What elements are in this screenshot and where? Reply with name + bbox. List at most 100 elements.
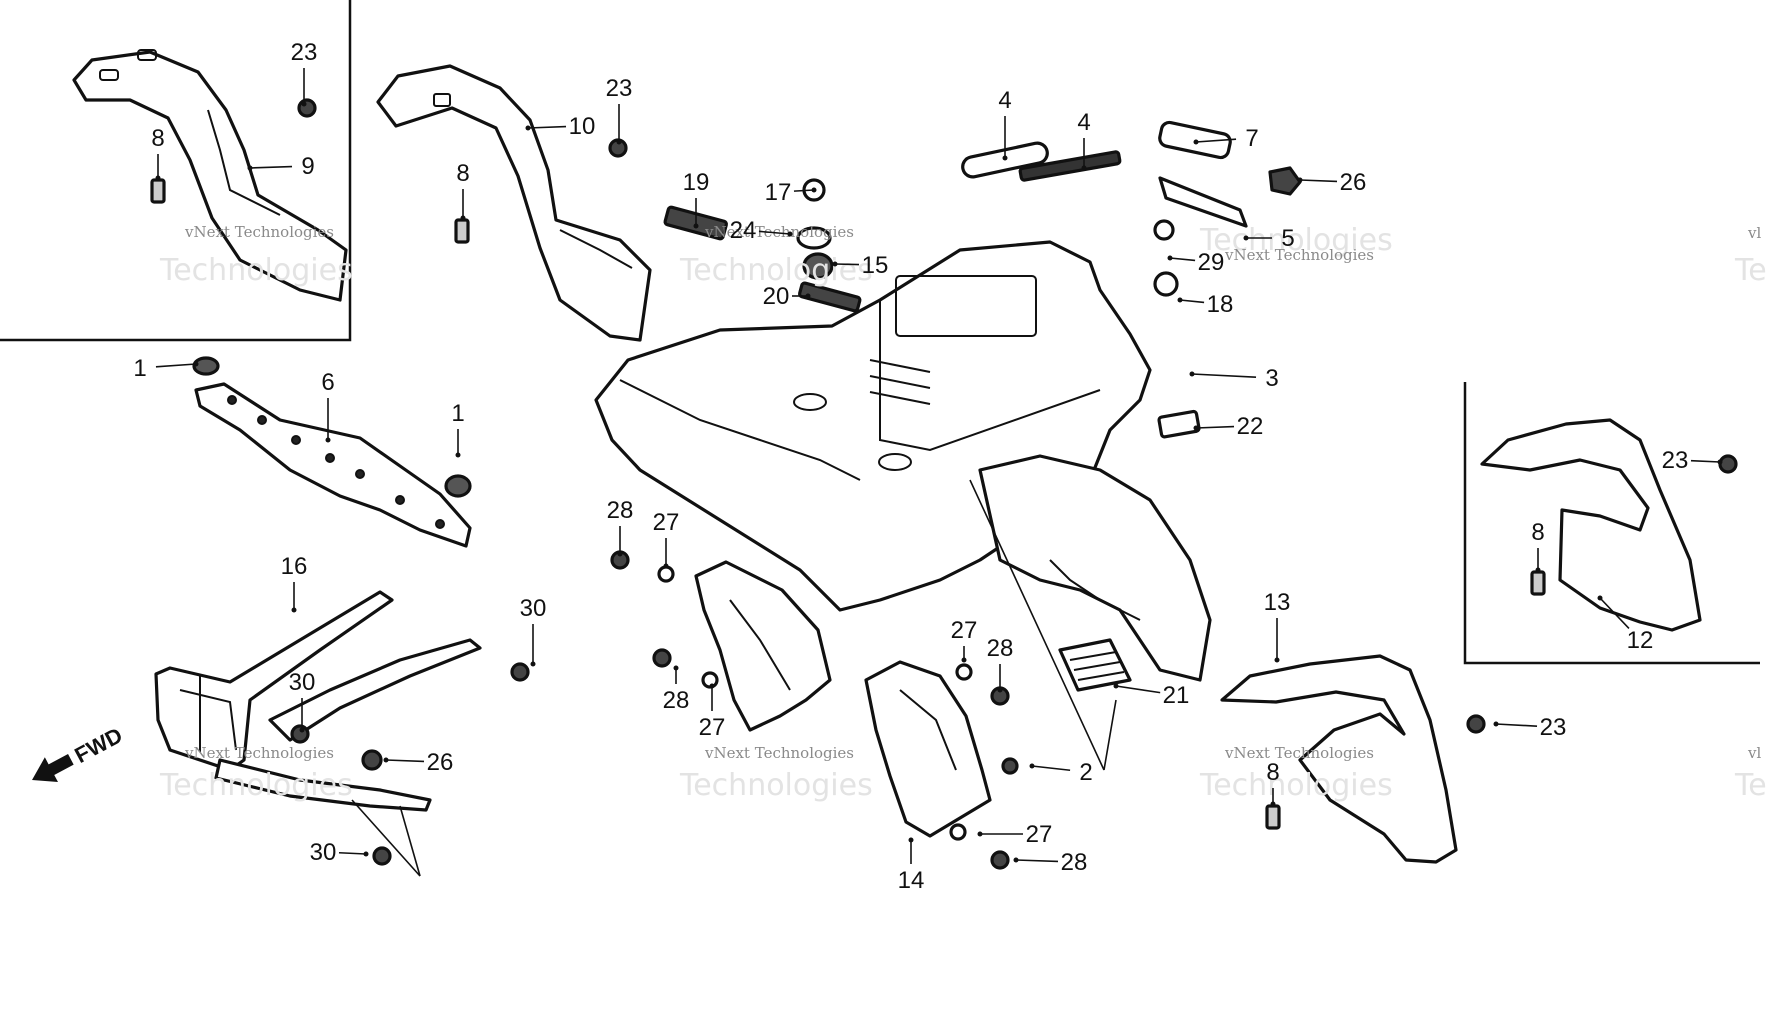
callout-leader-end xyxy=(961,657,967,663)
callout-number: 19 xyxy=(683,169,710,196)
callout-c8b: 8 xyxy=(456,160,470,221)
svg-text:Technologies: Technologies xyxy=(159,253,353,288)
callout-c26a: 26 xyxy=(1297,169,1367,196)
callout-leader-end xyxy=(1270,801,1276,807)
callout-leader xyxy=(1599,597,1630,629)
callout-leader-end xyxy=(1597,595,1603,601)
callout-number: 23 xyxy=(606,75,633,102)
callout-c16: 16 xyxy=(281,553,307,613)
callout-number: 29 xyxy=(1198,249,1225,276)
callout-c27c: 27 xyxy=(951,617,977,663)
callout-leader-end xyxy=(617,551,623,557)
svg-text:Technologies: Technologies xyxy=(679,253,873,288)
callout-number: 13 xyxy=(1264,589,1291,616)
callout-c17: 17 xyxy=(765,179,817,206)
hardware xyxy=(150,98,1738,870)
callout-number: 12 xyxy=(1627,627,1654,654)
callout-leader xyxy=(155,363,197,368)
callout-c23b: 23 xyxy=(606,75,633,145)
callout-number: 22 xyxy=(1237,413,1264,440)
callout-leader-end xyxy=(1493,721,1499,727)
callout-leader-end xyxy=(1274,657,1280,663)
svg-text:Technologies: Technologies xyxy=(1199,768,1393,803)
callout-leader-end xyxy=(325,437,331,443)
callout-number: 4 xyxy=(1077,109,1090,136)
callout-leader-end xyxy=(1013,857,1019,863)
fwd-arrow: FWD xyxy=(32,722,126,783)
callout-number: 4 xyxy=(998,87,1011,114)
callout-c30c: 30 xyxy=(310,839,369,866)
callout-number: 10 xyxy=(569,113,596,140)
callout-c20: 20 xyxy=(763,283,811,310)
callout-number: 27 xyxy=(699,714,726,741)
callout-c23c: 23 xyxy=(1662,447,1723,474)
svg-text:vNext Technologies: vNext Technologies xyxy=(1224,246,1374,264)
callout-leader-end xyxy=(1243,235,1249,241)
callout-leader-end xyxy=(997,687,1003,693)
callout-c1b: 1 xyxy=(451,400,465,458)
callout-leader-end xyxy=(616,139,622,145)
callout-leader-end xyxy=(383,757,389,763)
callout-c3: 3 xyxy=(1189,365,1279,392)
callout-leader-end xyxy=(193,361,199,367)
callout-leader-end xyxy=(709,683,715,689)
callout-number: 2 xyxy=(1079,759,1092,786)
callout-number: 23 xyxy=(291,39,318,66)
callout-leader xyxy=(527,125,567,129)
callout-number: 27 xyxy=(1026,821,1053,848)
callout-c6: 6 xyxy=(321,369,335,443)
callout-number: 3 xyxy=(1265,365,1278,392)
callout-leader-end xyxy=(1297,177,1303,183)
callout-c28b: 28 xyxy=(663,665,689,714)
callout-layer: 1123445678888910121314151617181920212223… xyxy=(133,39,1723,894)
watermarks: Technologies vNext Technologies Technolo… xyxy=(159,223,1767,803)
fender-part-13 xyxy=(1220,654,1458,864)
callout-c28c: 28 xyxy=(987,635,1014,693)
callout-leader xyxy=(758,230,791,235)
callout-leader-end xyxy=(1717,459,1723,465)
callout-c24: 24 xyxy=(730,217,793,244)
callout-number: 23 xyxy=(1662,447,1689,474)
callout-leader-end xyxy=(1002,155,1008,161)
callout-number: 30 xyxy=(520,595,547,622)
long-leaders xyxy=(351,479,1117,877)
fender-part-10 xyxy=(376,64,652,342)
callout-c27b: 27 xyxy=(699,683,726,741)
callout-c2: 2 xyxy=(1029,759,1093,786)
svg-text:Te: Te xyxy=(1734,768,1767,803)
callout-number: 8 xyxy=(1531,519,1544,546)
callout-leader-end xyxy=(811,187,817,193)
callout-leader xyxy=(1191,373,1257,378)
callout-c1a: 1 xyxy=(133,355,199,382)
callout-number: 18 xyxy=(1207,291,1234,318)
callout-leader-end xyxy=(1029,763,1035,769)
callout-number: 26 xyxy=(1340,169,1367,196)
callout-c18: 18 xyxy=(1177,291,1234,318)
callout-leader xyxy=(1495,723,1538,727)
callout-leader-end xyxy=(455,452,461,458)
svg-text:vNext Technologies: vNext Technologies xyxy=(704,223,854,241)
callout-leader-end xyxy=(663,563,669,569)
svg-text:vNext Technologies: vNext Technologies xyxy=(704,744,854,762)
callout-leader-end xyxy=(832,261,838,267)
callout-leader xyxy=(1179,299,1205,304)
callout-c29: 29 xyxy=(1167,249,1225,276)
callout-c7: 7 xyxy=(1193,125,1259,152)
callout-number: 27 xyxy=(653,509,680,536)
callout-number: 8 xyxy=(456,160,469,187)
callout-leader xyxy=(1169,257,1196,262)
callout-c4a: 4 xyxy=(998,87,1012,161)
callout-leader-end xyxy=(1167,255,1173,261)
callout-number: 9 xyxy=(301,153,314,180)
callout-leader-end xyxy=(1113,683,1119,689)
svg-text:Technologies: Technologies xyxy=(1199,223,1393,258)
callout-c23a: 23 xyxy=(291,39,318,107)
callout-leader xyxy=(1690,459,1721,463)
callout-leader-end xyxy=(247,165,253,171)
callout-number: 6 xyxy=(321,369,334,396)
callout-number: 28 xyxy=(987,635,1014,662)
callout-leader xyxy=(338,851,367,855)
callout-number: 8 xyxy=(151,125,164,152)
callout-leader-end xyxy=(460,215,466,221)
